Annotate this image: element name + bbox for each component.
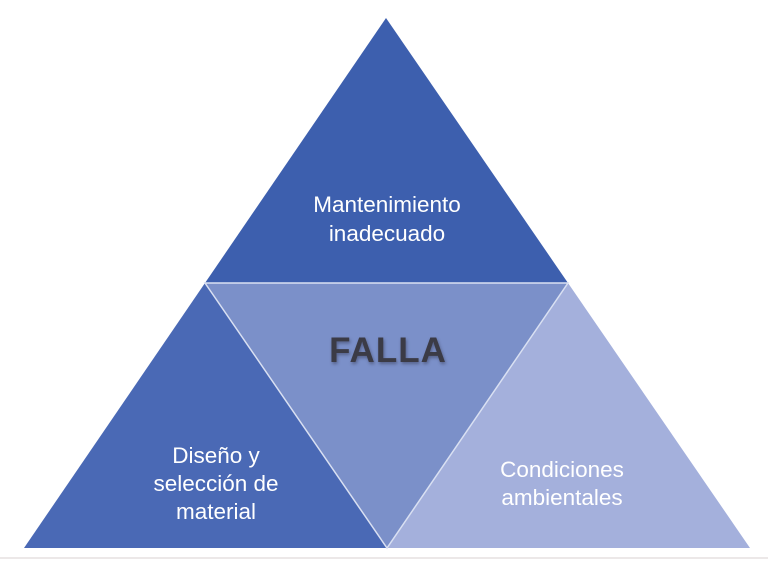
left-triangle [24, 283, 387, 548]
right-triangle [387, 283, 750, 548]
top-label-line-1: Mantenimiento [313, 192, 461, 217]
bottom-rule [0, 557, 768, 559]
left-label-line-1: Diseño y [172, 443, 260, 468]
top-label-line-2: inadecuado [329, 221, 445, 246]
top-triangle [205, 18, 568, 283]
left-label-line-2: selección de [153, 471, 278, 496]
center-triangle [205, 283, 568, 548]
center-triangle-edge [203, 282, 570, 550]
right-label-line-2: ambientales [501, 485, 622, 510]
center-falla-label: FALLA [329, 331, 447, 370]
right-label-line-1: Condiciones [500, 457, 624, 482]
left-label-line-3: material [176, 499, 256, 524]
